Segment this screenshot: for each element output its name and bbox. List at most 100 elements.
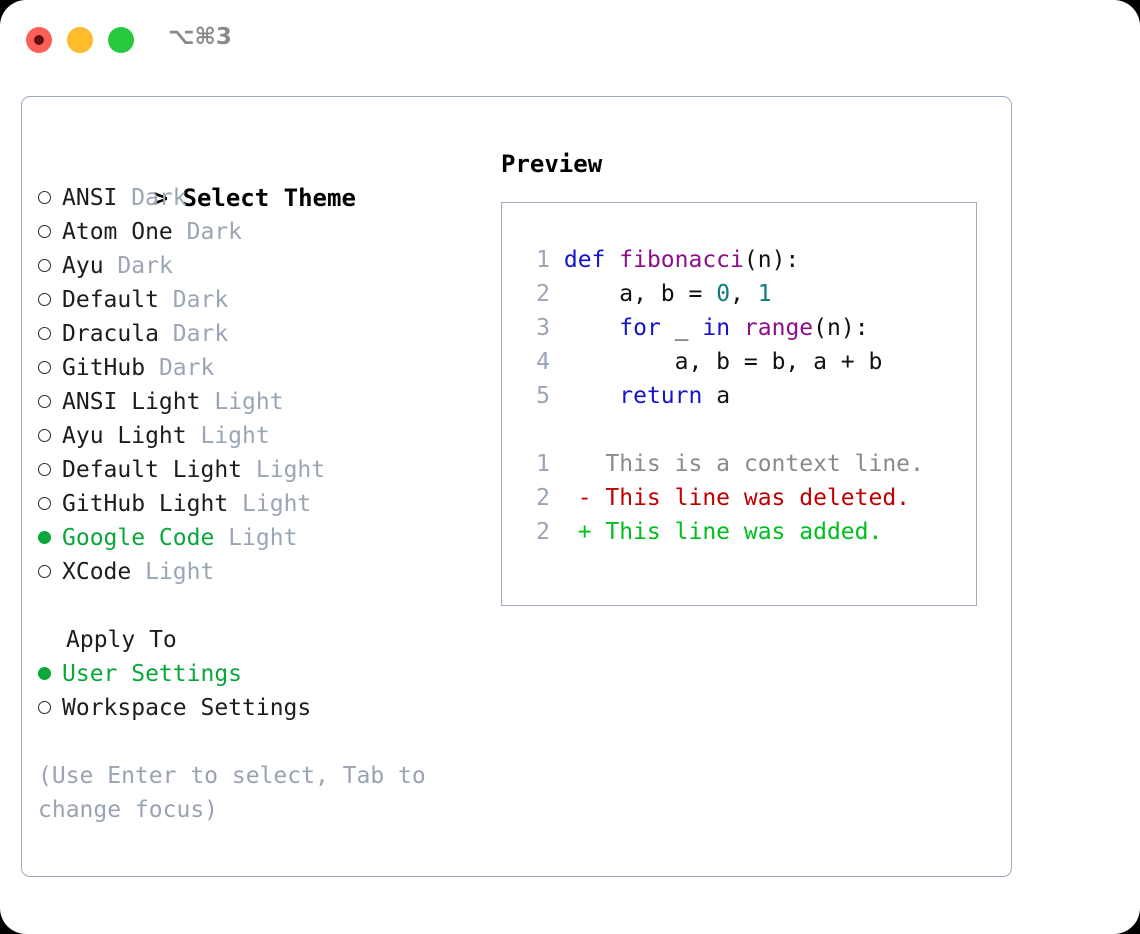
code-token: fibonacci bbox=[619, 247, 744, 273]
theme-option-name: ANSI Light bbox=[62, 389, 201, 415]
preview-title: Preview bbox=[501, 150, 603, 178]
theme-option-name: ANSI bbox=[62, 185, 118, 211]
radio-empty-icon[interactable] bbox=[38, 318, 62, 352]
theme-option-name: Atom One bbox=[62, 219, 173, 245]
diff-marker bbox=[550, 451, 605, 477]
theme-option-xcode[interactable]: XCode Light bbox=[38, 555, 488, 589]
theme-option-mode: Light bbox=[255, 457, 326, 483]
theme-option-mode: Light bbox=[242, 491, 312, 517]
theme-option-name: GitHub Light bbox=[62, 491, 229, 517]
code-token: for bbox=[619, 315, 661, 341]
radio-empty-icon[interactable] bbox=[38, 556, 62, 590]
line-number: 4 bbox=[536, 349, 550, 375]
code-token bbox=[564, 383, 619, 409]
theme-option-atom-one[interactable]: Atom One Dark bbox=[38, 215, 488, 249]
line-number: 1 bbox=[536, 451, 550, 477]
radio-empty-icon[interactable] bbox=[38, 420, 62, 454]
theme-option-mode: Dark bbox=[172, 287, 229, 313]
title-bar: ⌥⌘3 bbox=[0, 0, 1140, 78]
theme-option-mode: Light bbox=[200, 423, 270, 449]
minimize-button[interactable] bbox=[67, 27, 93, 53]
list-spacer bbox=[38, 589, 488, 623]
theme-option-name: Default Light bbox=[62, 457, 243, 483]
radio-empty-icon[interactable] bbox=[38, 216, 62, 250]
code-line: 1 def fibonacci(n): bbox=[524, 243, 976, 277]
theme-option-name: XCode bbox=[62, 559, 132, 585]
theme-option-github[interactable]: GitHub Dark bbox=[38, 351, 488, 385]
code-line: 5 return a bbox=[524, 379, 976, 413]
keyboard-hint-text: (Use Enter to select, Tab to change focu… bbox=[38, 763, 440, 823]
radio-empty-icon[interactable] bbox=[38, 488, 62, 522]
line-number: 5 bbox=[536, 383, 550, 409]
theme-option-mode: Dark bbox=[186, 219, 243, 245]
theme-option-name: Ayu Light bbox=[62, 423, 187, 449]
close-button[interactable] bbox=[26, 27, 52, 53]
line-number: 1 bbox=[536, 247, 550, 273]
diff-sample: 1 This is a context line. 2 - This line w… bbox=[524, 447, 976, 549]
apply-to-option-user-settings[interactable]: User Settings bbox=[38, 657, 488, 691]
apply-to-label: Apply To bbox=[66, 627, 177, 653]
theme-option-ansi-light[interactable]: ANSI Light Light bbox=[38, 385, 488, 419]
line-number: 2 bbox=[536, 519, 550, 545]
preview-column: Preview 1 def fibonacci(n):2 a, b = 0, 1… bbox=[501, 147, 991, 606]
radio-empty-icon[interactable] bbox=[38, 692, 62, 726]
radio-selected-icon[interactable] bbox=[38, 522, 62, 556]
theme-option-name: GitHub bbox=[62, 355, 146, 381]
code-token: def bbox=[563, 247, 620, 273]
code-token: _ bbox=[660, 315, 703, 341]
theme-option-default-light[interactable]: Default Light Light bbox=[38, 453, 488, 487]
radio-empty-icon[interactable] bbox=[38, 454, 62, 488]
code-token bbox=[564, 315, 619, 341]
theme-option-mode: Dark bbox=[117, 253, 173, 279]
code-token: (n): bbox=[813, 315, 869, 341]
line-number: 3 bbox=[536, 315, 550, 341]
diff-marker: + bbox=[550, 519, 606, 545]
theme-option-ansi[interactable]: ANSI Dark bbox=[38, 181, 488, 215]
prompt-caret-icon: > bbox=[153, 184, 169, 212]
radio-empty-icon[interactable] bbox=[38, 352, 62, 386]
code-token bbox=[730, 315, 744, 341]
theme-option-mode: Light bbox=[145, 559, 215, 585]
apply-to-option-label: User Settings bbox=[62, 661, 243, 687]
theme-option-ayu[interactable]: Ayu Dark bbox=[38, 249, 488, 283]
theme-option-name: Default bbox=[62, 287, 159, 313]
diff-text: This is a context line. bbox=[605, 451, 924, 477]
radio-empty-icon[interactable] bbox=[38, 182, 62, 216]
line-number: 2 bbox=[536, 281, 550, 307]
radio-empty-icon[interactable] bbox=[38, 386, 62, 420]
diff-line-ctx: 1 This is a context line. bbox=[524, 447, 976, 481]
maximize-button[interactable] bbox=[108, 27, 134, 53]
theme-option-mode: Dark bbox=[172, 321, 229, 347]
code-token: (n): bbox=[743, 247, 800, 273]
diff-line-add: 2 + This line was added. bbox=[524, 515, 976, 549]
diff-text: This line was added. bbox=[605, 519, 883, 545]
theme-picker-header: > Select Theme bbox=[38, 147, 488, 212]
theme-option-mode: Light bbox=[228, 525, 298, 551]
theme-option-ayu-light[interactable]: Ayu Light Light bbox=[38, 419, 488, 453]
theme-option-google-code[interactable]: Google Code Light bbox=[38, 521, 488, 555]
radio-selected-icon[interactable] bbox=[38, 658, 62, 692]
diff-marker: - bbox=[550, 485, 606, 511]
theme-option-name: Google Code bbox=[62, 525, 215, 551]
diff-text: This line was deleted. bbox=[605, 485, 911, 511]
theme-option-mode: Dark bbox=[158, 355, 215, 381]
apply-to-option-label: Workspace Settings bbox=[62, 695, 312, 721]
traffic-lights bbox=[26, 27, 134, 53]
code-token: a, b = b, a + b bbox=[563, 349, 883, 375]
code-token: return bbox=[619, 383, 703, 409]
radio-empty-icon[interactable] bbox=[38, 284, 62, 318]
code-token: 0 bbox=[716, 281, 731, 307]
code-token: in bbox=[702, 315, 731, 341]
apply-to-option-workspace-settings[interactable]: Workspace Settings bbox=[38, 691, 488, 725]
theme-picker-title: Select Theme bbox=[182, 184, 356, 212]
theme-option-default[interactable]: Default Dark bbox=[38, 283, 488, 317]
radio-empty-icon[interactable] bbox=[38, 250, 62, 284]
code-token: 1 bbox=[757, 281, 772, 307]
theme-option-dracula[interactable]: Dracula Dark bbox=[38, 317, 488, 351]
theme-option-github-light[interactable]: GitHub Light Light bbox=[38, 487, 488, 521]
code-token: , bbox=[730, 281, 758, 307]
